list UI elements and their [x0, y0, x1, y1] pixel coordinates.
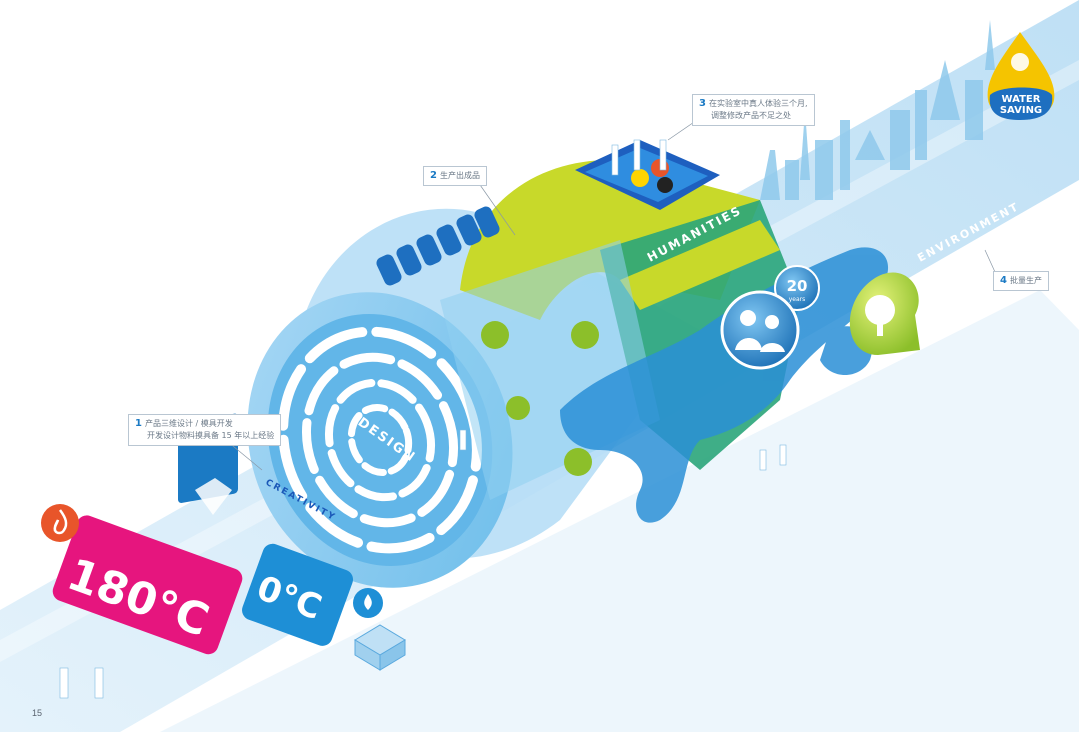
product-icons [481, 321, 599, 476]
water-saving-drop-icon: WATER SAVING [987, 32, 1055, 120]
stacked-blocks [376, 206, 500, 286]
cube-grid [354, 624, 406, 671]
callout-2-number: 2 [430, 170, 437, 181]
years-word: years [789, 296, 806, 303]
twenty-years-badge: 20 years [774, 265, 820, 311]
flame-icon [41, 504, 79, 542]
callout-3-line2: 调整修改产品不足之处 [711, 111, 791, 120]
water-drop-icon [353, 588, 383, 618]
callout-2-line1: 生产出成品 [439, 171, 480, 180]
floor-plane [160, 290, 1079, 732]
callout-4-line1: 批量生产 [1009, 276, 1042, 285]
callout-1-line2: 开发设计物料摸具备 15 年以上经验 [147, 431, 275, 440]
callout-3-line1: 在实验室中真人体验三个月, [708, 99, 808, 108]
water-saving-line2: SAVING [1000, 105, 1042, 116]
callout-3-number: 3 [699, 98, 706, 109]
years-number: 20 [787, 277, 808, 295]
page-number: 15 [32, 708, 43, 718]
callout-1-line1: 产品三维设计 / 模具开发 [144, 419, 233, 428]
callout-1-number: 1 [135, 418, 142, 429]
callout-4-number: 4 [1000, 275, 1007, 286]
tree-icon [849, 272, 920, 355]
design-rings [278, 326, 482, 554]
city-skyline [760, 20, 995, 200]
people-figures [59, 139, 787, 699]
family-icon [720, 290, 800, 370]
water-saving-line1: WATER [1002, 94, 1041, 105]
temp-cold-block: 0°C [242, 543, 354, 646]
